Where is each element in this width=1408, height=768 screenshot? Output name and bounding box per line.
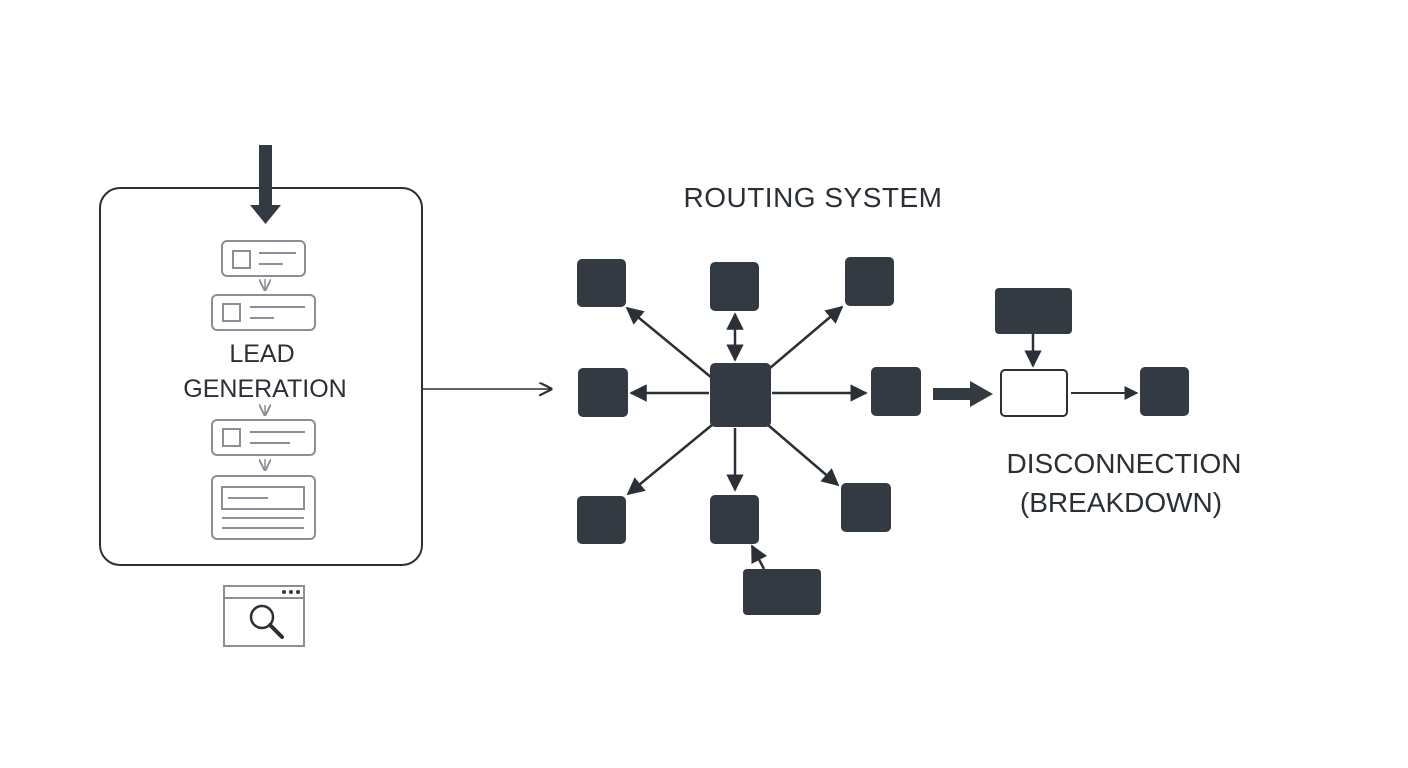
node-right bbox=[871, 367, 921, 416]
routing-to-disconnection-arrow bbox=[933, 381, 993, 407]
lead-generation-label-line2: GENERATION bbox=[183, 375, 346, 403]
node-top bbox=[710, 262, 759, 311]
disconnection-label-line2: (BREAKDOWN) bbox=[1020, 487, 1222, 518]
spoke-top-right bbox=[769, 305, 844, 369]
lead-card-1 bbox=[221, 240, 306, 277]
lead-card-3 bbox=[211, 419, 316, 456]
spoke-bottom-feed bbox=[750, 544, 768, 570]
magnifier-browser-icon bbox=[223, 585, 305, 647]
routing-spokes bbox=[625, 305, 868, 570]
disconnection-source-node bbox=[995, 288, 1072, 334]
disconnection-section: DISCONNECTION (BREAKDOWN) bbox=[995, 288, 1241, 518]
node-bottom-right bbox=[841, 483, 891, 532]
spoke-top-left bbox=[625, 306, 713, 379]
node-bottom-left bbox=[577, 496, 626, 544]
lead-generation-panel: LEAD GENERATION bbox=[99, 145, 423, 647]
lead-form-card bbox=[211, 475, 316, 540]
disconnection-label-line1: DISCONNECTION bbox=[1007, 448, 1242, 479]
routing-system: ROUTING SYSTEM bbox=[577, 182, 942, 615]
spoke-bottom-left bbox=[626, 424, 713, 496]
disconnection-empty-node bbox=[1000, 369, 1068, 417]
routing-hub-node bbox=[710, 363, 771, 427]
down-arrow-icon bbox=[250, 145, 281, 224]
node-top-left bbox=[577, 259, 626, 307]
routing-nodes bbox=[577, 257, 921, 615]
disconnection-target-node bbox=[1140, 367, 1189, 416]
lead-card-2 bbox=[211, 294, 316, 331]
lead-generation-label-line1: LEAD bbox=[229, 340, 294, 368]
node-bottom-feed bbox=[743, 569, 821, 615]
node-top-right bbox=[845, 257, 894, 306]
routing-system-title: ROUTING SYSTEM bbox=[683, 182, 942, 213]
spoke-bottom-right bbox=[767, 424, 840, 487]
node-left bbox=[578, 368, 628, 417]
node-bottom bbox=[710, 495, 759, 544]
